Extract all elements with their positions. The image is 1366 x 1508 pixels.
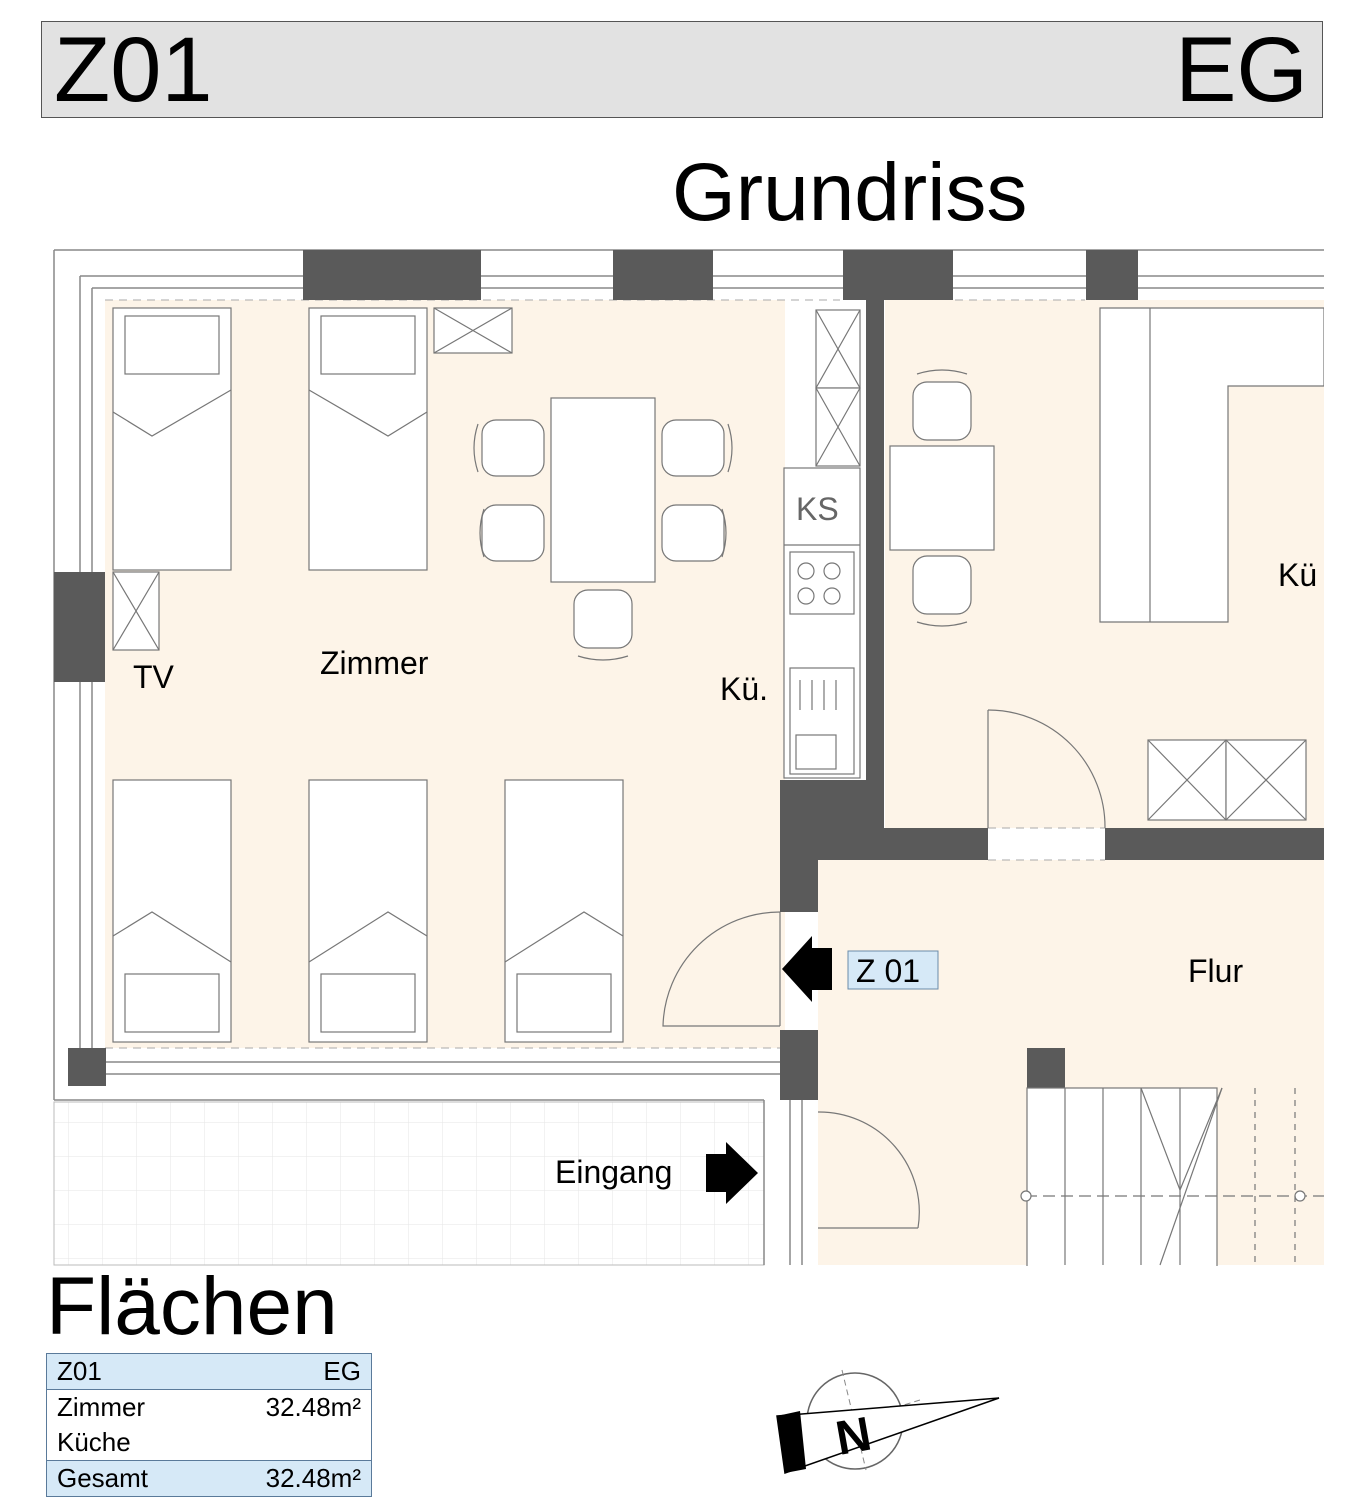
areas-unit: Z01 xyxy=(46,1353,206,1390)
hall-label: Flur xyxy=(1188,953,1243,989)
north-arrow-icon: N xyxy=(776,1369,1000,1475)
cabinets xyxy=(112,307,1307,821)
walls xyxy=(54,250,1324,1100)
unit-tag-label: Z 01 xyxy=(856,953,920,989)
unit-entry-arrow-icon xyxy=(782,936,832,1002)
title-bar: Z01 EG xyxy=(41,19,1323,121)
total-name: Gesamt xyxy=(46,1460,206,1497)
areas-total-row: Gesamt 32.48m² xyxy=(46,1460,372,1497)
area-name: Zimmer xyxy=(57,1392,146,1422)
kitchenette-label: Kü. xyxy=(720,671,768,707)
areas-header-row: Z01 EG xyxy=(46,1353,372,1390)
areas-title: Flächen xyxy=(46,1261,338,1352)
total-value: 32.48m² xyxy=(205,1460,372,1497)
area-name: Küche xyxy=(57,1427,131,1457)
kitchenette-unit xyxy=(783,467,861,779)
stairs xyxy=(1020,1087,1324,1266)
kitchen-furniture xyxy=(889,307,1324,627)
beds xyxy=(112,307,624,1043)
plan-title: Grundriss xyxy=(672,147,1028,238)
room-label: Zimmer xyxy=(320,645,429,681)
entrance-label: Eingang xyxy=(555,1154,672,1190)
dining-set xyxy=(473,397,733,661)
tv-label: TV xyxy=(133,659,175,695)
entrance-arrow-icon xyxy=(706,1142,758,1204)
floor-code: EG xyxy=(1175,19,1308,121)
arrows xyxy=(706,936,832,1204)
table-row: Küche xyxy=(47,1425,372,1461)
fridge-label: KS xyxy=(796,491,839,527)
doors xyxy=(662,709,1106,1229)
area-value xyxy=(206,1425,372,1461)
kitchen-label: Kü xyxy=(1278,557,1317,593)
areas-floor: EG xyxy=(205,1353,372,1390)
unit-tag-box xyxy=(847,950,939,990)
unit-code: Z01 xyxy=(54,19,213,121)
area-value: 32.48m² xyxy=(265,1392,361,1422)
terrace xyxy=(53,1101,765,1266)
areas-table: Z01 EG Zimmer 32.48m² Küche Gesamt 32.48… xyxy=(46,1353,372,1497)
table-row: Zimmer 32.48m² xyxy=(47,1390,372,1426)
